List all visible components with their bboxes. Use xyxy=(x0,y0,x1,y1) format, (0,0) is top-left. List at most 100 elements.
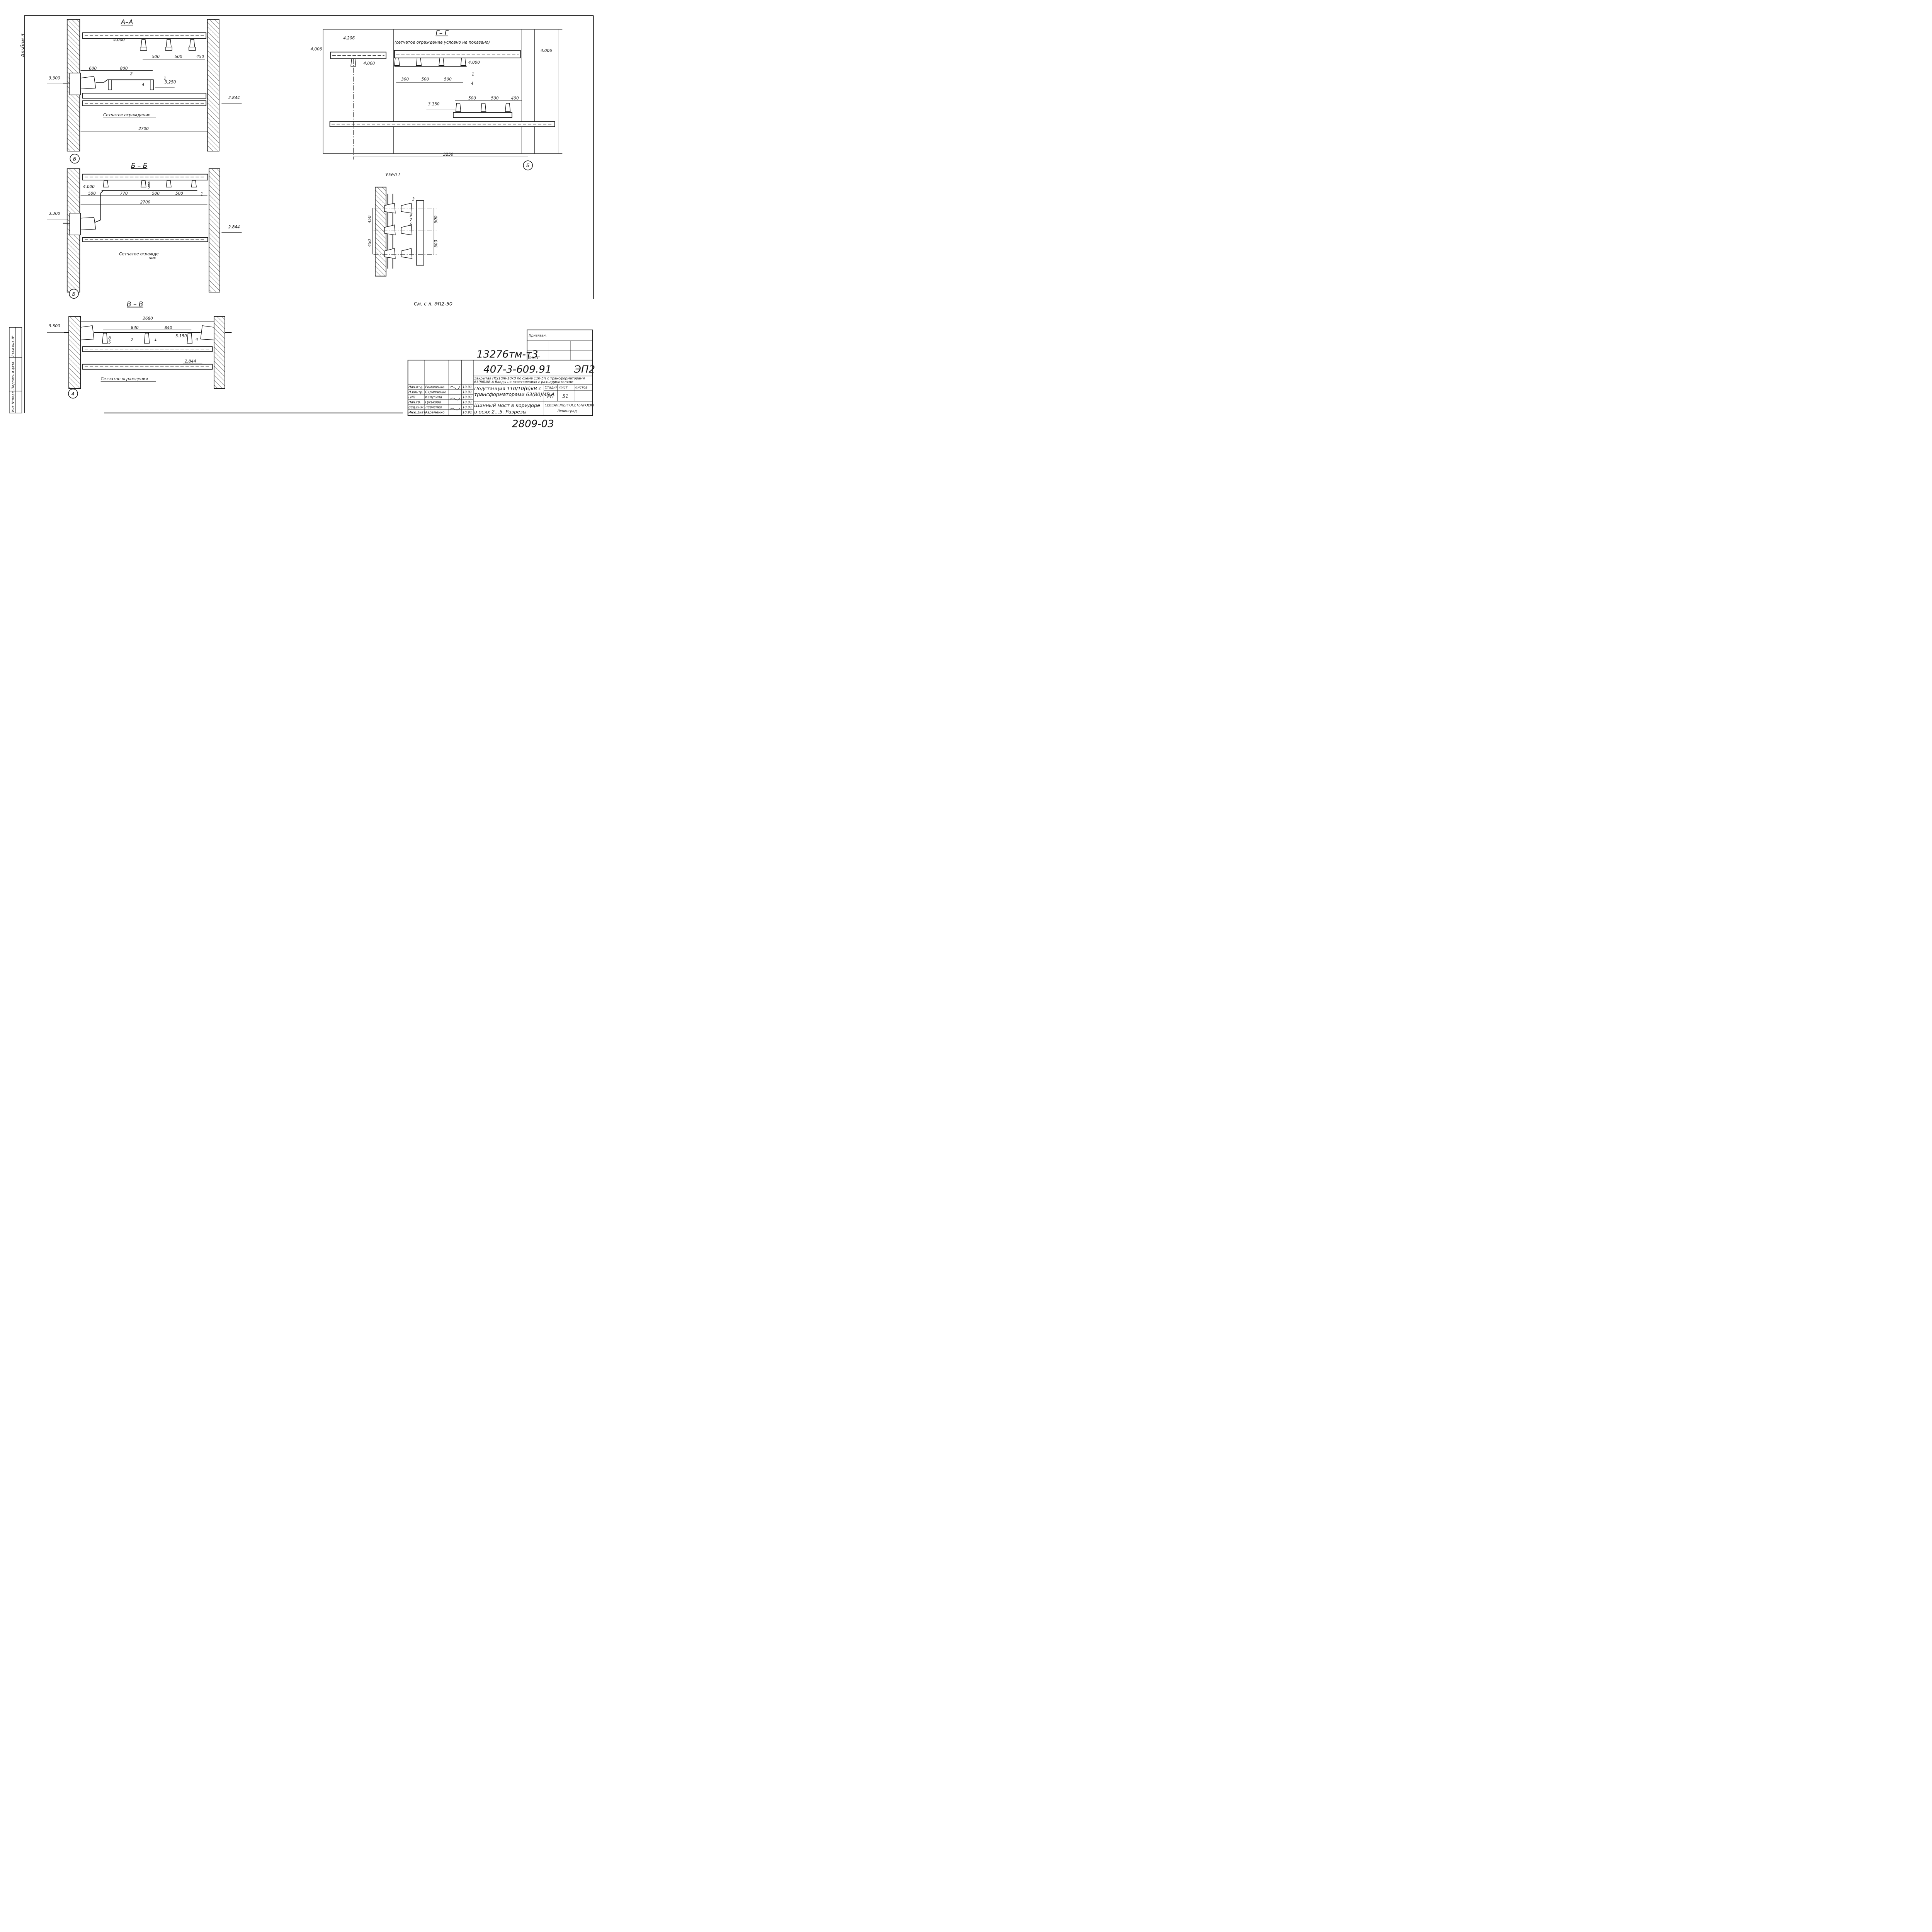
section-gg-spacing-top-1: 300 xyxy=(401,77,409,82)
section-vv-span-1: 840 xyxy=(131,325,139,330)
section-vv: В – В 2680 840 840 3.300 3.150 8 5 2 1 4… xyxy=(47,300,232,399)
stamp-name-4: Гуськова xyxy=(425,401,441,405)
section-gg-insulators xyxy=(350,58,466,67)
section-aa-pos-1: 1 xyxy=(164,76,167,81)
section-aa-title: А–А xyxy=(121,18,133,26)
node-left-2: 450 xyxy=(367,239,372,247)
stamp-sheet-title-1: Шинный мост в коридоре xyxy=(474,402,540,408)
section-gg-spacing-low-3: 400 xyxy=(511,96,519,100)
section-vv-bushing-left xyxy=(80,325,95,340)
section-gg-note: (сетчатое ограждение условно не показано… xyxy=(395,40,490,45)
stamp-inv: Инв.N° xyxy=(528,356,540,360)
section-vv-title: В – В xyxy=(127,300,143,308)
section-aa-spacing-1: 500 xyxy=(152,54,160,59)
section-bb-elev-3300: 3.300 xyxy=(49,211,60,216)
section-bb: Б – Б 4.000 8 5 1 500 770 500 500 2700 3… xyxy=(47,162,242,299)
stamp-role-6: Инж.1кат. xyxy=(408,411,427,415)
stamp-date-5: 10.91 xyxy=(463,406,472,410)
stamp-signature-1 xyxy=(449,386,460,389)
section-aa-dim-600: 600 xyxy=(89,66,97,71)
stamp-object-1: Подстанция 110/10(6)кВ с xyxy=(474,386,541,391)
section-gg-spacing-top-3: 500 xyxy=(444,77,452,82)
stamp-name-5: Левченко xyxy=(425,406,442,410)
section-aa-pos-4: 4 xyxy=(142,83,145,87)
stamp-role-4: Нач.гр. xyxy=(408,401,421,405)
section-bb-dim-770: 770 xyxy=(120,191,128,196)
section-vv-elev-3300: 3.300 xyxy=(49,324,60,328)
section-bb-insulators xyxy=(103,180,197,188)
stamp-object-2: трансформаторами 63(80)МВ.А xyxy=(474,391,554,397)
section-vv-pos-8: 8 xyxy=(108,336,111,341)
section-bb-fence-1: Сетчатое огражде- xyxy=(119,252,160,256)
stamp-role-5: Вед.инж. xyxy=(408,406,425,410)
section-bb-spacing-1: 500 xyxy=(152,191,160,196)
node-pos-9: 9 xyxy=(410,213,412,218)
section-bb-elev-top: 4.000 xyxy=(83,185,95,189)
section-vv-wall-right xyxy=(214,316,225,389)
stamp-sheets-header: Листов xyxy=(575,386,587,390)
stamp-date-6: 10.91 xyxy=(463,411,472,415)
section-gg: Г– Г (сетчатое ограждение условно не пок… xyxy=(311,29,563,170)
section-vv-span-2: 840 xyxy=(165,325,172,330)
section-aa-low-beam xyxy=(82,93,207,99)
section-vv-width: 2680 xyxy=(143,316,153,321)
stamp-org-2: Ленинград xyxy=(557,410,577,413)
section-aa-elev-3300: 3.300 xyxy=(49,76,60,80)
stamp-date-2: 10.91 xyxy=(463,391,472,395)
node-detail: Узел I 450 450 500 500 3 9 7 6 См. с л. … xyxy=(367,172,452,307)
section-bb-title: Б – Б xyxy=(131,162,147,169)
section-aa-fence: Сетчатое ограждение xyxy=(103,113,150,117)
section-vv-wall-left xyxy=(68,316,81,389)
node-title: Узел I xyxy=(385,172,400,177)
section-vv-insulators xyxy=(102,333,193,344)
stamp-hand-code: 13276тм-т3 xyxy=(477,349,538,360)
section-gg-spacing-low-1: 500 xyxy=(468,96,476,100)
side-replace-inv: Взам.инв.N° xyxy=(12,335,15,357)
drawing-sheet: Альбом 3 А–А 4.000 500 500 450 6 xyxy=(0,0,605,437)
stamp-stage: РП xyxy=(547,393,554,399)
section-aa-pos-2: 2 xyxy=(130,71,133,76)
section-vv-axis: 4 xyxy=(71,391,75,396)
section-gg-elev-4206: 4.206 xyxy=(343,36,355,41)
node-pos-3: 3 xyxy=(412,197,415,202)
section-gg-title: Г– Г xyxy=(435,29,449,37)
stamp-name-2: Скрипченко xyxy=(425,391,446,395)
section-aa-wall-right xyxy=(207,19,219,151)
section-gg-elev-4000-b: 4.000 xyxy=(468,60,480,65)
drawing-canvas: Альбом 3 А–А 4.000 500 500 450 6 xyxy=(9,15,595,430)
section-bb-pos-1: 1 xyxy=(201,192,203,197)
section-gg-spacing-top-2: 500 xyxy=(421,77,429,82)
section-bb-pos-5: 5 xyxy=(148,185,150,190)
stamp-date-3: 10.91 xyxy=(463,396,472,400)
section-vv-pos-4: 4 xyxy=(196,337,198,342)
section-aa-bushing-base xyxy=(69,73,81,95)
section-bb-wall-right xyxy=(208,168,220,293)
section-aa-spacing-3: 450 xyxy=(196,54,204,59)
section-aa: А–А 4.000 500 500 450 600 800 2 xyxy=(47,18,242,164)
section-gg-low-insulators xyxy=(455,103,511,112)
stamp-role-1: Нач.отд. xyxy=(408,386,423,389)
section-bb-bushing xyxy=(80,217,96,230)
stamp-name-6: Авраменко xyxy=(425,411,444,415)
section-aa-width: 2700 xyxy=(138,127,149,131)
side-strip: Инв.N°подл. Подпись и дата Взам.инв.N° xyxy=(9,327,22,413)
section-bb-spacing-2: 500 xyxy=(175,191,183,196)
stamp-role-2: Н.контр. xyxy=(408,391,423,395)
section-gg-elev-4006-right: 4.006 xyxy=(541,49,552,53)
section-aa-insulators xyxy=(140,39,196,51)
section-vv-pos-5: 5 xyxy=(108,340,111,345)
section-aa-spacing-2: 500 xyxy=(175,54,182,59)
stamp-sheet-mark: ЭП2 xyxy=(574,364,595,375)
node-left-1: 450 xyxy=(367,216,372,223)
stamp-sheet-header: Лист xyxy=(559,386,568,390)
stamp-project-code: 407-3-609.91 xyxy=(483,364,551,375)
section-vv-fence: Сетчатое ограждения xyxy=(101,377,148,381)
section-aa-elev-3250: 3.250 xyxy=(165,80,176,85)
section-aa-elev-2844: 2.844 xyxy=(228,95,240,100)
side-inv-orig: Инв.N°подл. xyxy=(12,390,15,412)
title-block: Привязан. Инв.N° 13276тм-т3 407-3-609.91… xyxy=(407,329,595,430)
album-label: Альбом 3 xyxy=(20,34,26,58)
stamp-sheet-title-2: в осях 2...5. Разрезы xyxy=(474,409,526,415)
stamp-stage-header: Стадия xyxy=(545,386,558,390)
section-gg-pos-4: 4 xyxy=(471,81,474,86)
